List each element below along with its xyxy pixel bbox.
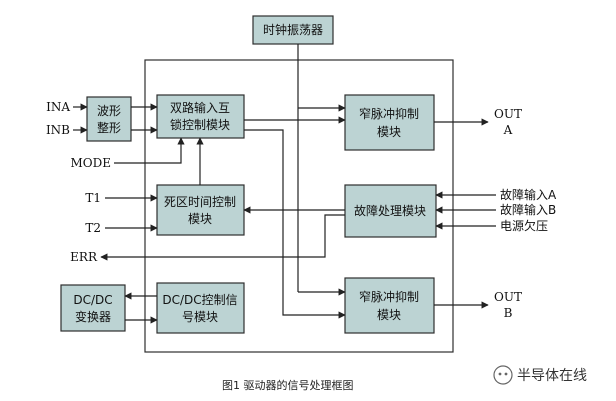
interlock-control-block: 双路输入互 锁控制模块	[156, 94, 245, 139]
t1-label: T1	[85, 191, 101, 205]
fault-processing-block: 故障处理模块	[344, 184, 437, 238]
figure-caption: 图1 驱动器的信号处理框图	[222, 378, 354, 392]
dead-time-label-line1: 死区时间控制	[164, 195, 236, 209]
clock-oscillator-block: 时钟振荡器	[252, 15, 334, 45]
clock-oscillator-label: 时钟振荡器	[263, 22, 323, 37]
watermark: 半导体在线	[493, 365, 587, 385]
pulse-suppression-top-block: 窄脉冲抑制 模块	[344, 94, 435, 151]
wave-shaping-block: 波形 整形	[86, 96, 132, 142]
dcdc-signal-label-line2: 号模块	[182, 310, 218, 324]
fault-in-b-label: 故障输入B	[500, 202, 556, 217]
mode-label: MODE	[70, 156, 111, 170]
interlock-to-pulse-bottom	[244, 129, 346, 319]
out-a-label-line2: A	[503, 123, 513, 137]
dcdc-signal-label-line1: DC/DC控制信	[162, 293, 237, 307]
dead-time-label-line2: 模块	[188, 212, 212, 226]
fault-processing-label: 故障处理模块	[354, 203, 426, 218]
dcdc-converter-label-line2: 变换器	[75, 309, 111, 324]
interlock-label-line1: 双路输入互	[170, 100, 230, 115]
pulse-suppression-bottom-line2: 模块	[377, 308, 401, 322]
driver-enclosure	[144, 59, 454, 353]
out-a-label-line1: OUT	[494, 107, 522, 121]
pulse-suppression-bottom-block: 窄脉冲抑制 模块	[344, 277, 435, 334]
wave-shaping-label-line2: 整形	[97, 120, 121, 135]
wechat-icon	[493, 365, 513, 385]
dcdc-converter-block: DC/DC 变换器	[60, 284, 126, 332]
err-label: ERR	[70, 250, 98, 264]
watermark-text: 半导体在线	[517, 368, 587, 384]
err-line	[100, 214, 345, 261]
t2-label: T2	[85, 221, 101, 235]
wave-shaping-label-line1: 波形	[97, 104, 121, 118]
interlock-label-line2: 锁控制模块	[170, 117, 230, 132]
mode-line	[114, 137, 185, 164]
pulse-suppression-bottom-line1: 窄脉冲抑制	[359, 289, 419, 304]
out-b-label-line2: B	[504, 306, 513, 320]
pulse-suppression-top-line1: 窄脉冲抑制	[359, 106, 419, 121]
dead-time-control-block: 死区时间控制 模块	[156, 184, 245, 236]
inb-label: INB	[46, 123, 70, 137]
fault-in-a-label: 故障输入A	[500, 187, 557, 202]
pulse-suppression-top-line2: 模块	[377, 125, 401, 139]
dcdc-control-signal-block: DC/DC控制信 号模块	[156, 282, 245, 334]
dcdc-converter-label-line1: DC/DC	[73, 293, 112, 307]
out-b-label-line1: OUT	[494, 290, 522, 304]
ina-label: INA	[46, 100, 70, 114]
power-uv-label: 电源欠压	[500, 218, 548, 233]
